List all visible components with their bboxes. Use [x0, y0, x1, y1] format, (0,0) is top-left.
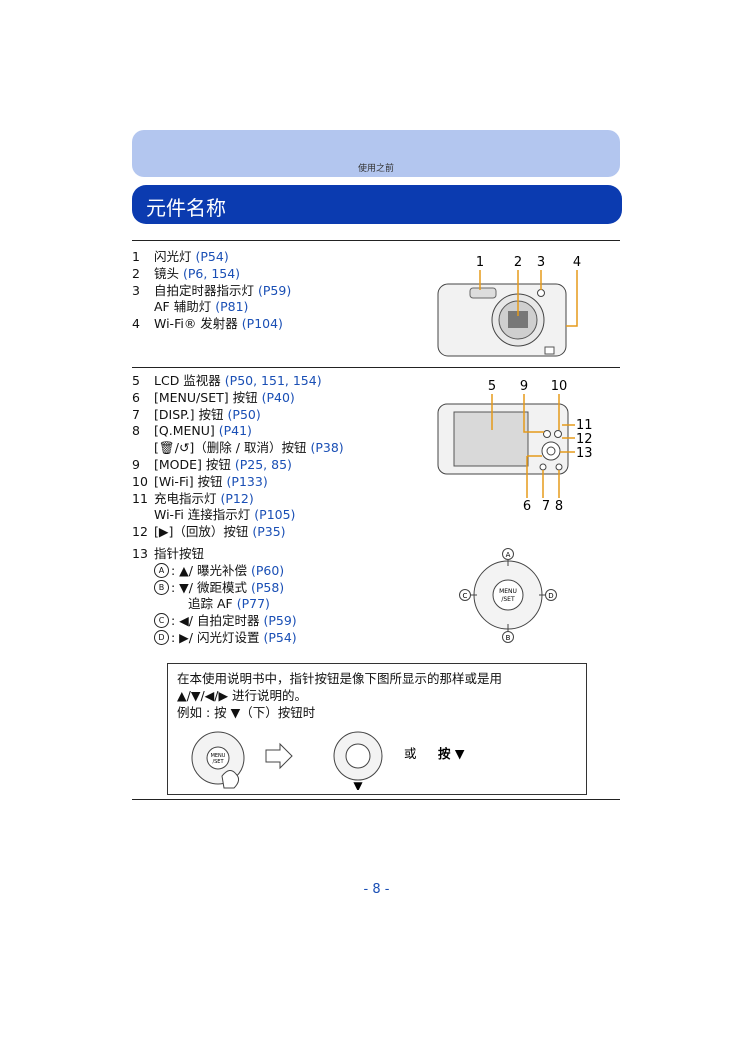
dial-mark-b: B [506, 634, 511, 642]
divider [132, 367, 620, 368]
list-item: Wi-Fi 连接指示灯 (P105) [154, 507, 296, 523]
note-illustration: MENU /SET ▼ 或 按 ▼ [191, 731, 465, 790]
callout-6: 6 [523, 499, 531, 514]
list-item: B: ▼/ 微距模式 (P58) [154, 579, 297, 597]
callout-5: 5 [488, 379, 496, 394]
divider [132, 799, 620, 800]
list-item: [🗑/↺]（删除 / 取消）按钮 (P38) [154, 440, 344, 456]
callout-12: 12 [576, 432, 593, 447]
svg-text:/SET: /SET [212, 759, 224, 765]
arrow-right-icon [265, 742, 293, 770]
camera-back-figure: 5 9 10 11 12 13 6 7 8 [437, 379, 593, 514]
list-item: 6[MENU/SET] 按钮 (P40) [132, 389, 295, 405]
callout-13: 13 [576, 446, 593, 461]
note-or: 或 [404, 746, 417, 761]
note-line: ▲/▼/◀/▶ 进行说明的。 [177, 688, 308, 703]
chapter-header-band: 使用之前 [132, 130, 620, 177]
cursor-dial-figure: MENU /SET A B C D [459, 548, 557, 643]
list-item: 7[DISP.] 按钮 (P50) [132, 406, 261, 422]
list-item: 8[Q.MENU] (P41) [132, 423, 252, 439]
note-line: 例如 : 按 ▼（下）按钮时 [177, 705, 316, 720]
usage-note-box: 在本使用说明书中，指针按钮是像下图所显示的那样或是用 ▲/▼/◀/▶ 进行说明的… [167, 663, 587, 795]
list-item: 10[Wi-Fi] 按钮 (P133) [132, 473, 268, 489]
finger-icon [221, 770, 240, 789]
callout-1: 1 [476, 255, 484, 270]
list-item: C: ◀/ 自拍定时器 (P59) [154, 613, 297, 630]
callout-7: 7 [542, 499, 550, 514]
page-title: 元件名称 [146, 196, 226, 220]
divider [132, 240, 620, 241]
list-item: 9[MODE] 按钮 (P25, 85) [132, 456, 292, 472]
callout-3: 3 [537, 255, 545, 270]
camera-front-figure: 1 2 3 4 [437, 255, 581, 357]
callout-9: 9 [520, 379, 528, 394]
dial-mark-d: D [548, 592, 553, 600]
callout-4: 4 [573, 255, 581, 270]
list-item: 追踪 AF (P77) [188, 596, 270, 612]
chapter-section-label: 使用之前 [357, 164, 394, 174]
note-down-arrow: ▼ [353, 779, 363, 790]
list-item: A: ▲/ 曝光补偿 (P60) [154, 562, 297, 580]
page-number: - 8 - [363, 882, 390, 897]
dial-menu-label: MENU [499, 588, 517, 595]
svg-text:MENU: MENU [211, 753, 226, 759]
note-line: 在本使用说明书中，指针按钮是像下图所显示的那样或是用 [177, 671, 503, 686]
callout-10: 10 [551, 379, 568, 394]
callout-11: 11 [576, 418, 593, 433]
page-title-bar: 元件名称 [132, 185, 622, 224]
dial-set-label: /SET [501, 596, 515, 603]
list-item: AF 辅助灯 (P81) [154, 299, 249, 315]
dial-mark-c: C [463, 592, 468, 600]
dial-mark-a: A [506, 551, 511, 559]
list-item: 12[▶]（回放）按钮 (P35) [132, 524, 286, 540]
note-press: 按 ▼ [438, 746, 465, 761]
callout-8: 8 [555, 499, 563, 514]
callout-2: 2 [514, 255, 522, 270]
list-item: D: ▶/ 闪光灯设置 (P54) [154, 629, 297, 647]
